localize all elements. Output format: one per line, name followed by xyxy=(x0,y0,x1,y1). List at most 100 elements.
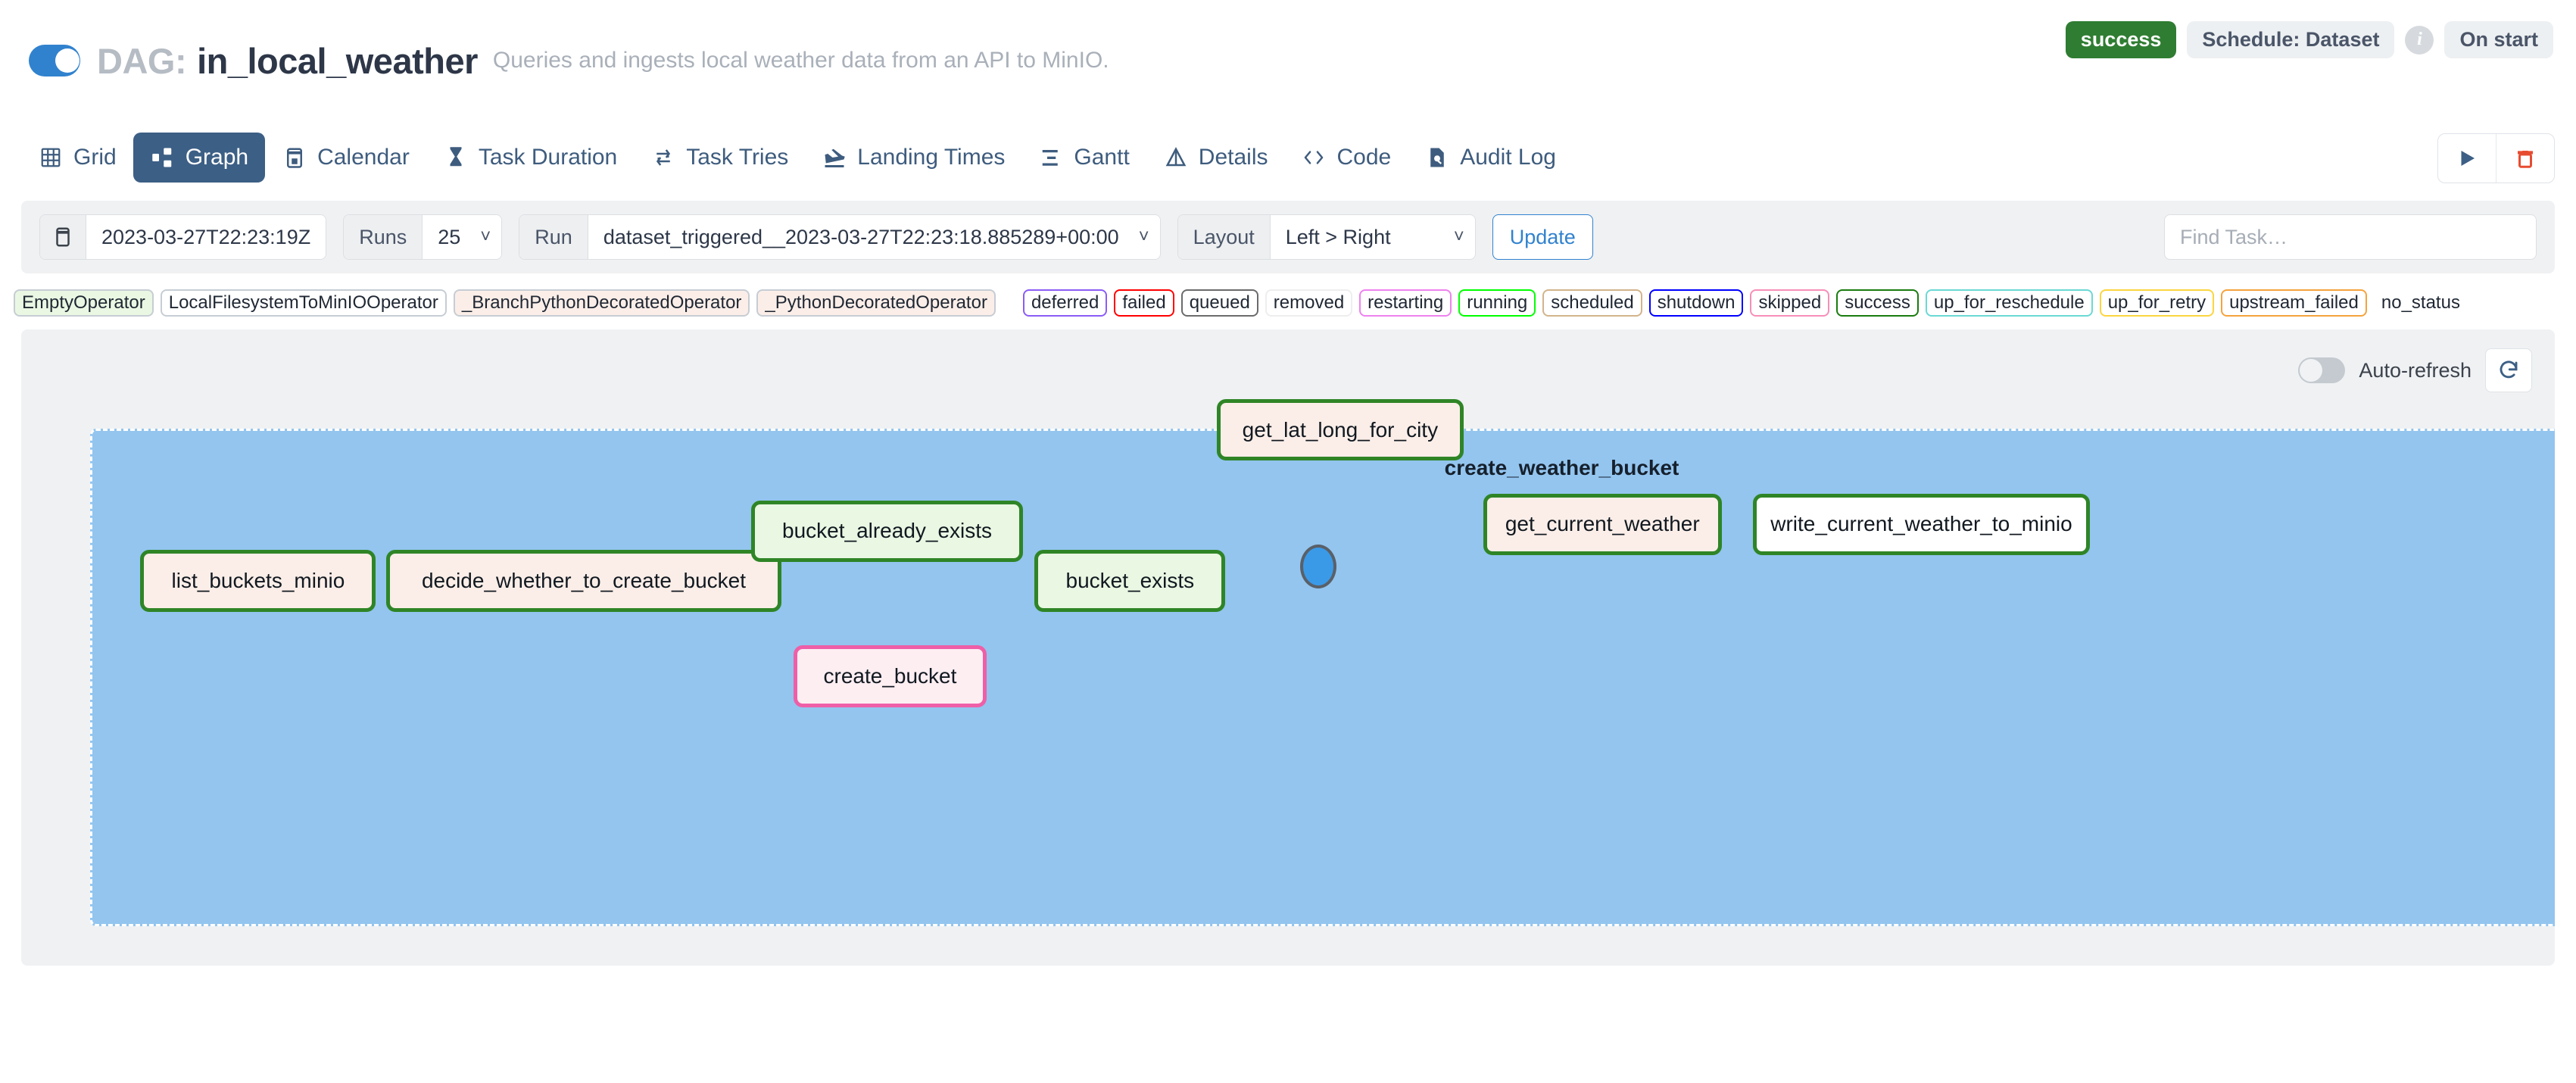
find-task-input[interactable]: Find Task… xyxy=(2164,214,2537,260)
graph-icon xyxy=(150,145,176,170)
date-picker-group[interactable]: 2023-03-27T22:23:19Z xyxy=(39,214,327,260)
graph-canvas[interactable]: Auto-refresh create_weather_bucket xyxy=(21,329,2555,966)
task-node-bucket-already-exists[interactable]: bucket_already_exists xyxy=(751,500,1023,563)
tab-grid[interactable]: Grid xyxy=(21,133,133,183)
date-input[interactable]: 2023-03-27T22:23:19Z xyxy=(86,215,326,259)
task-node-create-bucket[interactable]: create_bucket xyxy=(793,645,987,707)
legend-status-up-for-retry[interactable]: up_for_retry xyxy=(2099,289,2215,317)
toggle-knob xyxy=(2300,359,2323,382)
legend-status-up-for-reschedule[interactable]: up_for_reschedule xyxy=(1925,289,2093,317)
legend-status-upstream-failed[interactable]: upstream_failed xyxy=(2221,289,2367,317)
runs-value: 25 xyxy=(438,225,461,248)
legend-status-restarting[interactable]: restarting xyxy=(1359,289,1452,317)
legend-operator[interactable]: EmptyOperator xyxy=(14,289,154,317)
status-badge: success xyxy=(2065,21,2177,59)
tab-label: Code xyxy=(1336,144,1392,170)
tab-landing-times[interactable]: Landing Times xyxy=(805,133,1021,183)
task-node-get-lat-long-for-city[interactable]: get_lat_long_for_city xyxy=(1216,398,1464,461)
page-header: DAG: in_local_weather Queries and ingest… xyxy=(0,0,2576,121)
task-node-write-current-weather-to-minio[interactable]: write_current_weather_to_minio xyxy=(1753,493,2090,555)
run-select[interactable]: dataset_triggered__2023-03-27T22:23:18.8… xyxy=(588,215,1160,259)
legend-status-removed[interactable]: removed xyxy=(1265,289,1353,317)
task-group-label: create_weather_bucket xyxy=(1444,455,1679,479)
update-button[interactable]: Update xyxy=(1492,214,1593,260)
task-node-bucket-exists[interactable]: bucket_exists xyxy=(1034,550,1226,612)
dag-description: Queries and ingests local weather data f… xyxy=(492,48,1109,73)
legend-operator[interactable]: LocalFilesystemToMinIOOperator xyxy=(160,289,447,317)
legend-status-no-status: no_status xyxy=(2381,292,2460,313)
run-value: dataset_triggered__2023-03-27T22:23:18.8… xyxy=(603,225,1119,248)
gantt-icon xyxy=(1038,145,1064,170)
grid-icon xyxy=(38,145,64,170)
runs-group[interactable]: Runs 25 ˅ xyxy=(343,214,503,260)
legend-status-failed[interactable]: failed xyxy=(1114,289,1174,317)
tab-task-tries[interactable]: Task Tries xyxy=(634,133,805,183)
chevron-down-icon: ˅ xyxy=(1138,226,1149,247)
tab-label: Task Duration xyxy=(478,144,618,170)
legend-status-shutdown[interactable]: shutdown xyxy=(1648,289,1744,317)
legend-bar: EmptyOperator LocalFilesystemToMinIOOper… xyxy=(0,284,2576,322)
refresh-button[interactable] xyxy=(2485,348,2532,392)
tab-calendar[interactable]: Calendar xyxy=(265,133,426,183)
landing-icon xyxy=(822,145,847,170)
on-start-badge[interactable]: On start xyxy=(2444,21,2553,59)
legend-status-skipped[interactable]: skipped xyxy=(1750,289,1830,317)
runs-label: Runs xyxy=(344,215,423,259)
page-title: in_local_weather xyxy=(197,40,478,81)
legend-status-scheduled[interactable]: scheduled xyxy=(1542,289,1642,317)
tab-label: Audit Log xyxy=(1460,144,1556,170)
calendar-icon xyxy=(282,145,307,170)
audit-log-icon xyxy=(1424,145,1450,170)
legend-status-queued[interactable]: queued xyxy=(1180,289,1258,317)
tab-label: Graph xyxy=(185,144,249,170)
task-group-create-weather-bucket[interactable] xyxy=(89,429,2555,926)
tab-label: Task Tries xyxy=(686,144,789,170)
chevron-down-icon: ˅ xyxy=(480,226,491,247)
run-group[interactable]: Run dataset_triggered__2023-03-27T22:23:… xyxy=(519,214,1161,260)
tab-label: Landing Times xyxy=(857,144,1006,170)
info-icon[interactable]: i xyxy=(2405,25,2434,55)
trigger-dag-button[interactable] xyxy=(2438,134,2496,183)
legend-status-success[interactable]: success xyxy=(1836,289,1919,317)
chevron-down-icon: ˅ xyxy=(1453,226,1464,247)
tab-label: Details xyxy=(1198,144,1268,170)
tab-graph[interactable]: Graph xyxy=(133,132,266,183)
dag-pause-toggle[interactable] xyxy=(29,45,80,76)
tab-label: Calendar xyxy=(317,144,410,170)
legend-status-deferred[interactable]: deferred xyxy=(1022,289,1108,317)
dag-action-buttons xyxy=(2437,133,2555,183)
layout-value: Left > Right xyxy=(1285,225,1391,248)
layout-group[interactable]: Layout Left > Right ˅ xyxy=(1177,214,1476,260)
tab-bar: Grid Graph Calendar Task Duration xyxy=(0,121,2576,193)
dag-label: DAG: xyxy=(97,40,187,81)
run-label: Run xyxy=(519,215,588,259)
task-node-list-buckets-minio[interactable]: list_buckets_minio xyxy=(140,550,376,612)
legend-operator[interactable]: _BranchPythonDecoratedOperator xyxy=(453,289,750,317)
tab-details[interactable]: Details xyxy=(1146,133,1285,183)
task-node-decide-whether-to-create-bucket[interactable]: decide_whether_to_create_bucket xyxy=(386,550,781,612)
tab-gantt[interactable]: Gantt xyxy=(1021,133,1146,183)
tab-task-duration[interactable]: Task Duration xyxy=(426,133,634,183)
tab-code[interactable]: Code xyxy=(1284,133,1408,183)
task-node-get-current-weather[interactable]: get_current_weather xyxy=(1483,493,1722,555)
layout-label: Layout xyxy=(1177,215,1271,259)
task-group-join-dot[interactable] xyxy=(1299,544,1336,588)
refresh-controls: Auto-refresh xyxy=(2298,348,2532,392)
calendar-icon xyxy=(40,215,86,259)
delete-dag-button[interactable] xyxy=(2496,134,2554,183)
header-badges: success Schedule: Dataset i On start xyxy=(2065,21,2553,59)
schedule-badge[interactable]: Schedule: Dataset xyxy=(2187,21,2395,59)
retry-icon xyxy=(650,145,676,170)
tab-label: Grid xyxy=(73,144,117,170)
layout-select[interactable]: Left > Right ˅ xyxy=(1270,215,1475,259)
filter-bar: 2023-03-27T22:23:19Z Runs 25 ˅ Run datas… xyxy=(21,201,2555,273)
legend-operator[interactable]: _PythonDecoratedOperator xyxy=(756,289,996,317)
auto-refresh-toggle[interactable] xyxy=(2298,357,2346,383)
warning-icon xyxy=(1163,145,1189,170)
toggle-knob xyxy=(55,48,80,73)
hourglass-icon xyxy=(443,145,469,170)
tab-audit-log[interactable]: Audit Log xyxy=(1408,133,1573,183)
tab-label: Gantt xyxy=(1074,144,1130,170)
legend-status-running[interactable]: running xyxy=(1458,289,1536,317)
runs-select[interactable]: 25 ˅ xyxy=(423,215,502,259)
